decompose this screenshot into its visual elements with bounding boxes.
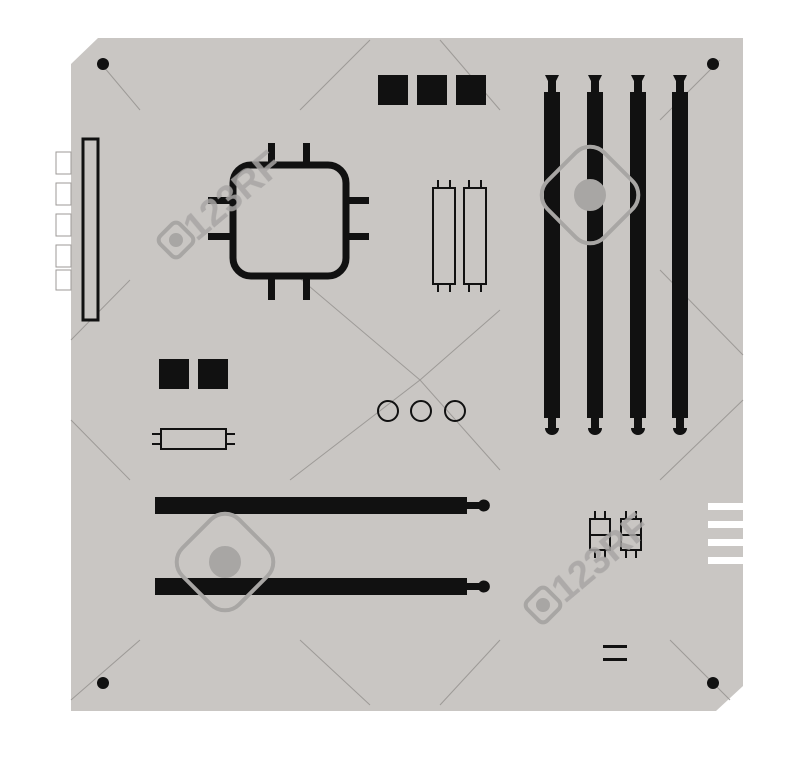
io-shield — [81, 137, 100, 322]
small-chips — [159, 359, 228, 389]
camera-icon — [523, 585, 563, 625]
camera-icon — [539, 144, 641, 246]
watermark — [156, 144, 641, 625]
cpu-die — [229, 161, 350, 280]
bottom-connector — [603, 645, 627, 661]
ram-slot — [630, 75, 646, 435]
capacitors — [377, 400, 466, 422]
capacitor — [444, 400, 466, 422]
side-connector-pin — [708, 521, 746, 528]
side-connector — [708, 503, 746, 564]
capacitor — [410, 400, 432, 422]
mounting-hole — [707, 677, 719, 689]
small-modules — [589, 511, 642, 558]
pcie-slot — [155, 578, 490, 595]
vertical-module — [463, 187, 487, 285]
io-port — [55, 244, 72, 268]
chip — [378, 75, 408, 105]
vertical-module — [432, 187, 456, 285]
mounting-hole — [707, 58, 719, 70]
mounting-holes — [97, 58, 719, 689]
cpu-pins — [208, 143, 369, 300]
camera-icon — [156, 220, 196, 260]
mounting-hole — [97, 677, 109, 689]
ram-slot — [672, 75, 688, 435]
io-panel — [55, 137, 100, 322]
chip — [159, 359, 189, 389]
side-connector-pin — [708, 503, 746, 510]
ram-slot — [587, 75, 603, 435]
top-chips — [378, 75, 486, 105]
vertical-modules — [432, 180, 487, 292]
cpu-socket — [208, 143, 369, 300]
mounting-hole — [97, 58, 109, 70]
pcie-slots — [155, 497, 490, 595]
chip — [417, 75, 447, 105]
side-connector-pin — [708, 539, 746, 546]
ram-slot — [544, 75, 560, 435]
io-port — [55, 213, 72, 237]
chip — [198, 359, 228, 389]
io-port — [55, 151, 72, 175]
chip — [456, 75, 486, 105]
horizontal-module — [152, 428, 235, 450]
io-port — [55, 269, 72, 291]
side-connector-pin — [708, 557, 746, 564]
board-traces — [70, 39, 744, 706]
pcie-slot — [155, 497, 490, 514]
capacitor — [377, 400, 399, 422]
io-port — [55, 182, 72, 206]
camera-icon — [174, 511, 276, 613]
